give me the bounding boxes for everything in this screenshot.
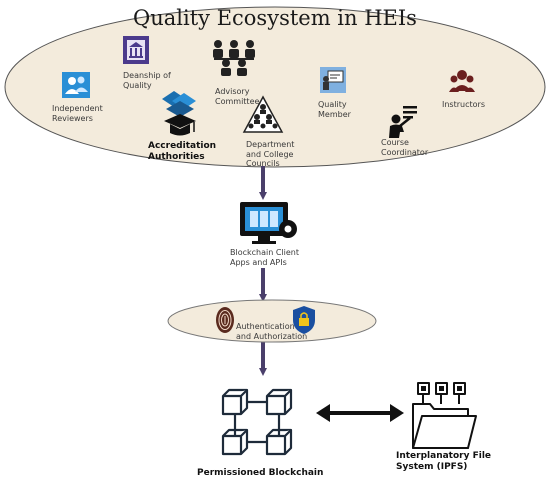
fingerprint-icon xyxy=(216,307,234,333)
blockchain-label: Permissioned Blockchain xyxy=(197,468,324,478)
auth-label: Authentication and Authorization xyxy=(236,322,308,341)
advisory-committee-label: Advisory Committee xyxy=(215,87,260,106)
quality-member-label: Quality Member xyxy=(318,100,351,119)
client-apps-label: Blockchain Client Apps and APIs xyxy=(230,248,300,267)
deanship-of-quality-label: Deanship of Quality xyxy=(123,71,171,90)
instructors-label: Instructors xyxy=(442,100,485,109)
course-coordinator-label: Course Coordinator xyxy=(381,138,429,157)
deanship-of-quality-icon xyxy=(123,36,149,64)
ipfs-label: Interplanatory File System (IPFS) xyxy=(396,451,492,472)
advisory-committee-icon xyxy=(213,40,255,76)
diagram-title: Quality Ecosystem in HEIs xyxy=(133,6,417,30)
course-coordinator-icon xyxy=(389,106,417,138)
double-arrow xyxy=(316,404,404,422)
accreditation-authorities-icon xyxy=(162,91,196,136)
permissioned-blockchain-icon xyxy=(221,388,293,456)
ipfs-folder-icon xyxy=(412,382,477,449)
independent-reviewers-icon xyxy=(62,72,90,98)
department-and-college-councils-icon xyxy=(242,95,284,133)
independent-reviewers-label: Independent Reviewers xyxy=(52,104,103,123)
accreditation-authorities-label: Accreditation Authorities xyxy=(148,141,217,162)
instructors-icon xyxy=(449,70,475,92)
quality-member-icon xyxy=(320,67,346,93)
blockchain-client-apps-icon xyxy=(240,202,297,244)
department-and-college-councils-label: Department and College Councils xyxy=(246,140,295,168)
shield-lock-icon xyxy=(293,306,315,334)
